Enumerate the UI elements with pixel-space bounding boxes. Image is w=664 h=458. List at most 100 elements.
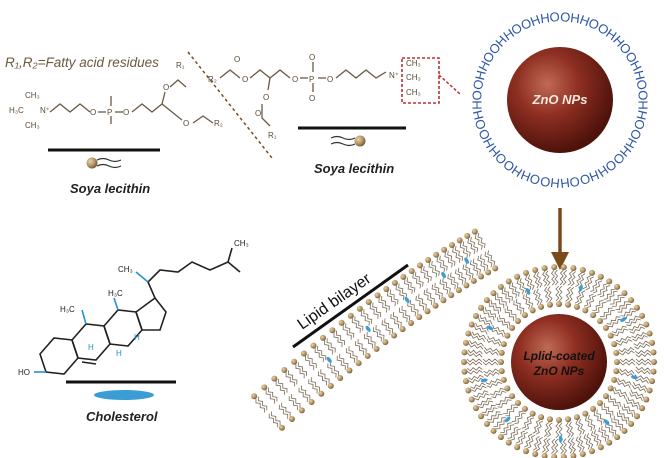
lipid-head (649, 378, 656, 385)
lipid-tail (621, 406, 634, 418)
lipid-tail (462, 241, 471, 257)
hydroxyl-label: HO (578, 12, 602, 33)
lipid-tail (381, 320, 391, 335)
svg-text:O: O (309, 94, 315, 103)
lipid-tail (584, 416, 593, 432)
lipid-tail (490, 327, 504, 338)
lipid-head (347, 312, 354, 319)
lipid-head (251, 393, 258, 400)
lipid-tail (578, 418, 585, 435)
lipid-tail (491, 390, 507, 399)
lipid-tail (468, 377, 485, 384)
svg-text:O: O (183, 119, 189, 128)
lipid-tail (380, 295, 390, 311)
lipid-head (541, 265, 548, 272)
lipid-tail (342, 325, 352, 340)
lipid-tail (317, 345, 327, 361)
lipid-tail (268, 413, 279, 428)
lipid-head (338, 319, 345, 326)
lipid-head (582, 307, 589, 314)
lipid-tail (295, 364, 305, 379)
lipid-head (597, 317, 604, 324)
lipid-tail (363, 309, 373, 324)
lipid-tail (559, 269, 564, 286)
lipid-tail (372, 327, 382, 342)
lipid-tail (308, 379, 318, 394)
lipid-tail (477, 397, 492, 406)
lipid-tail (481, 404, 496, 414)
svg-text:CH₃: CH₃ (25, 91, 40, 100)
lipid-tail (592, 300, 604, 312)
lipid-head (278, 424, 285, 431)
hydroxyl-label: HO (539, 174, 560, 191)
lipid-head (551, 453, 558, 458)
lipid-tail (257, 396, 268, 411)
lipid-tail (486, 338, 501, 347)
lipid-tail (348, 346, 358, 361)
lipid-tail (513, 300, 522, 315)
lipid-tail (533, 272, 540, 289)
lipid-tail (630, 389, 644, 399)
svg-text:O: O (327, 75, 333, 84)
lipid-tail (550, 269, 556, 286)
lecithin-structure-right: R₂ O O O O R₁ O P O O O N⁺ CH₃ CH₃ CH₃ (208, 53, 421, 140)
lipid-tail (555, 285, 560, 302)
lipid-tail (555, 422, 560, 439)
lipid-tail (462, 264, 471, 280)
lipid-tail (616, 412, 628, 425)
lipid-tail (627, 396, 640, 407)
hydroxyl-label: HO (539, 9, 560, 26)
lipid-tail (516, 279, 525, 295)
cholesterol-in-shell (558, 435, 563, 443)
lipid-tail (562, 438, 568, 455)
lipid-tail (568, 421, 574, 438)
svg-text:H₃C: H₃C (108, 289, 123, 298)
lipid-tail (562, 270, 567, 286)
lipid-tail (459, 242, 468, 259)
lipid-head (614, 283, 621, 290)
lipid-tail (599, 307, 613, 318)
lipid-tail (415, 295, 425, 311)
lipid-tail (489, 387, 505, 396)
lipid-tail (490, 299, 502, 312)
lipid-tail (591, 431, 599, 447)
lipid-head (646, 387, 653, 394)
lipid-tail (428, 262, 438, 278)
lipid-tail (503, 404, 516, 414)
cholesterol-label: Cholesterol (86, 409, 158, 424)
lipid-tail (406, 277, 416, 293)
cholesterol-in-shell (480, 378, 488, 383)
lipid-head (646, 330, 653, 337)
lipid-tail (536, 288, 543, 305)
svg-text:CH₃: CH₃ (406, 59, 421, 68)
svg-text:R₁: R₁ (176, 61, 185, 70)
lipid-tail (608, 318, 623, 328)
lipid-tail (635, 358, 652, 363)
lipid-head (532, 267, 539, 274)
lipid-tail (423, 266, 432, 282)
lipid-tail (626, 318, 641, 327)
lecithin-right-icon (330, 135, 366, 147)
lipid-tail (327, 363, 337, 378)
svg-text:CH₃: CH₃ (25, 121, 40, 130)
lipid-tail (508, 283, 517, 299)
lipid-head (579, 450, 586, 457)
lipid-head (485, 269, 492, 276)
lipid-tail (409, 299, 419, 315)
lipid-head (590, 312, 597, 319)
coated-np-label-2: ZnO NPs (533, 364, 585, 378)
cholesterol-icon (94, 390, 154, 400)
lipid-head (504, 385, 511, 392)
lipid-tail (447, 250, 456, 266)
lipid-tail (634, 377, 649, 384)
lipid-tail (635, 349, 651, 355)
lipid-tail (305, 355, 315, 371)
svg-text:H: H (88, 343, 94, 352)
lipid-tail (582, 275, 591, 290)
lipid-tail (625, 399, 639, 410)
lipid-head (556, 301, 562, 307)
lipid-head (478, 304, 485, 311)
lipid-tail (455, 269, 464, 285)
lipid-head (628, 420, 635, 427)
lipid-head (462, 378, 469, 385)
